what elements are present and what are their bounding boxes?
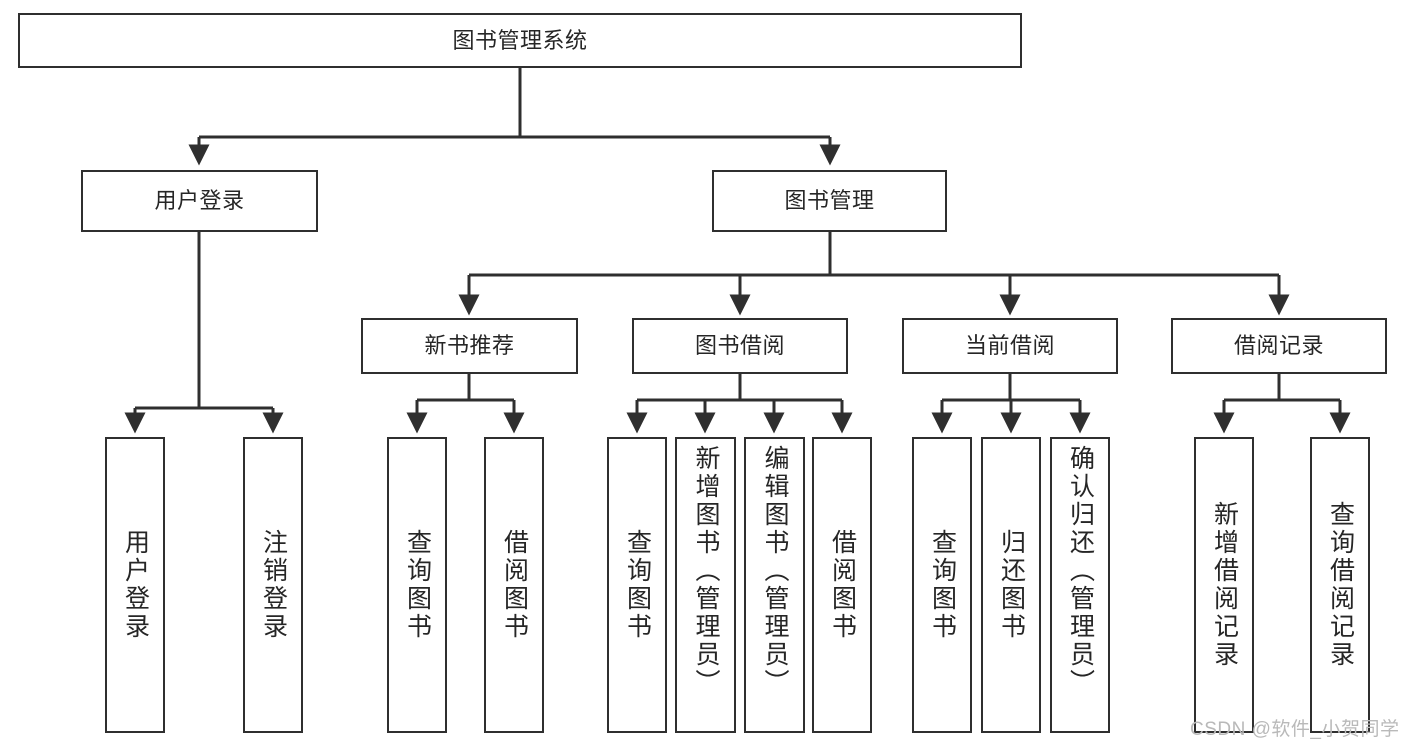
node-label: 新书推荐 xyxy=(424,333,515,359)
leaf-new-book-borrow-book[interactable]: 借阅图书 xyxy=(484,437,544,733)
node-label: 图书管理系统 xyxy=(452,27,588,53)
node-label: 新增借阅记录 xyxy=(1210,501,1239,669)
leaf-current-borrow-return-book[interactable]: 归还图书 xyxy=(981,437,1041,733)
node-label: 归还图书 xyxy=(997,529,1026,641)
node-borrow-record[interactable]: 借阅记录 xyxy=(1171,318,1387,374)
leaf-borrow-record-add-record[interactable]: 新增借阅记录 xyxy=(1194,437,1254,733)
node-label: 编辑图书（管理员） xyxy=(761,445,789,697)
leaf-user-login-logout[interactable]: 注销登录 xyxy=(243,437,303,733)
node-label: 用户登录 xyxy=(121,529,150,641)
node-book-borrow[interactable]: 图书借阅 xyxy=(632,318,848,374)
node-label: 当前借阅 xyxy=(964,333,1055,359)
leaf-book-borrow-add-book-admin[interactable]: 新增图书（管理员） xyxy=(675,437,736,733)
node-label: 图书借阅 xyxy=(694,333,785,359)
node-label: 确认归还（管理员） xyxy=(1066,445,1095,697)
csdn-watermark: CSDN @软件_小贺同学 xyxy=(1190,719,1400,740)
leaf-book-borrow-edit-book-admin[interactable]: 编辑图书（管理员） xyxy=(744,437,805,733)
node-label: 新增图书（管理员） xyxy=(692,445,720,697)
node-label: 用户登录 xyxy=(154,188,245,214)
node-label: 借阅图书 xyxy=(828,529,857,641)
node-label: 查询借阅记录 xyxy=(1326,501,1355,669)
node-user-login[interactable]: 用户登录 xyxy=(81,170,318,232)
node-label: 查询图书 xyxy=(403,529,432,641)
leaf-current-borrow-query-book[interactable]: 查询图书 xyxy=(912,437,972,733)
node-label: 查询图书 xyxy=(928,529,957,641)
node-label: 查询图书 xyxy=(623,529,652,641)
leaf-book-borrow-borrow-book[interactable]: 借阅图书 xyxy=(812,437,872,733)
node-new-book-recommendation[interactable]: 新书推荐 xyxy=(361,318,578,374)
leaf-new-book-query-book[interactable]: 查询图书 xyxy=(387,437,447,733)
node-root-book-management-system[interactable]: 图书管理系统 xyxy=(18,13,1022,68)
node-book-management[interactable]: 图书管理 xyxy=(712,170,947,232)
leaf-book-borrow-query-book[interactable]: 查询图书 xyxy=(607,437,667,733)
node-current-borrow[interactable]: 当前借阅 xyxy=(902,318,1118,374)
node-label: 借阅图书 xyxy=(500,529,529,641)
node-label: 图书管理 xyxy=(784,188,875,214)
leaf-current-borrow-confirm-return-admin[interactable]: 确认归还（管理员） xyxy=(1050,437,1110,733)
node-label: 注销登录 xyxy=(259,529,288,641)
leaf-borrow-record-query-record[interactable]: 查询借阅记录 xyxy=(1310,437,1370,733)
leaf-user-login-login[interactable]: 用户登录 xyxy=(105,437,165,733)
node-label: 借阅记录 xyxy=(1233,333,1324,359)
